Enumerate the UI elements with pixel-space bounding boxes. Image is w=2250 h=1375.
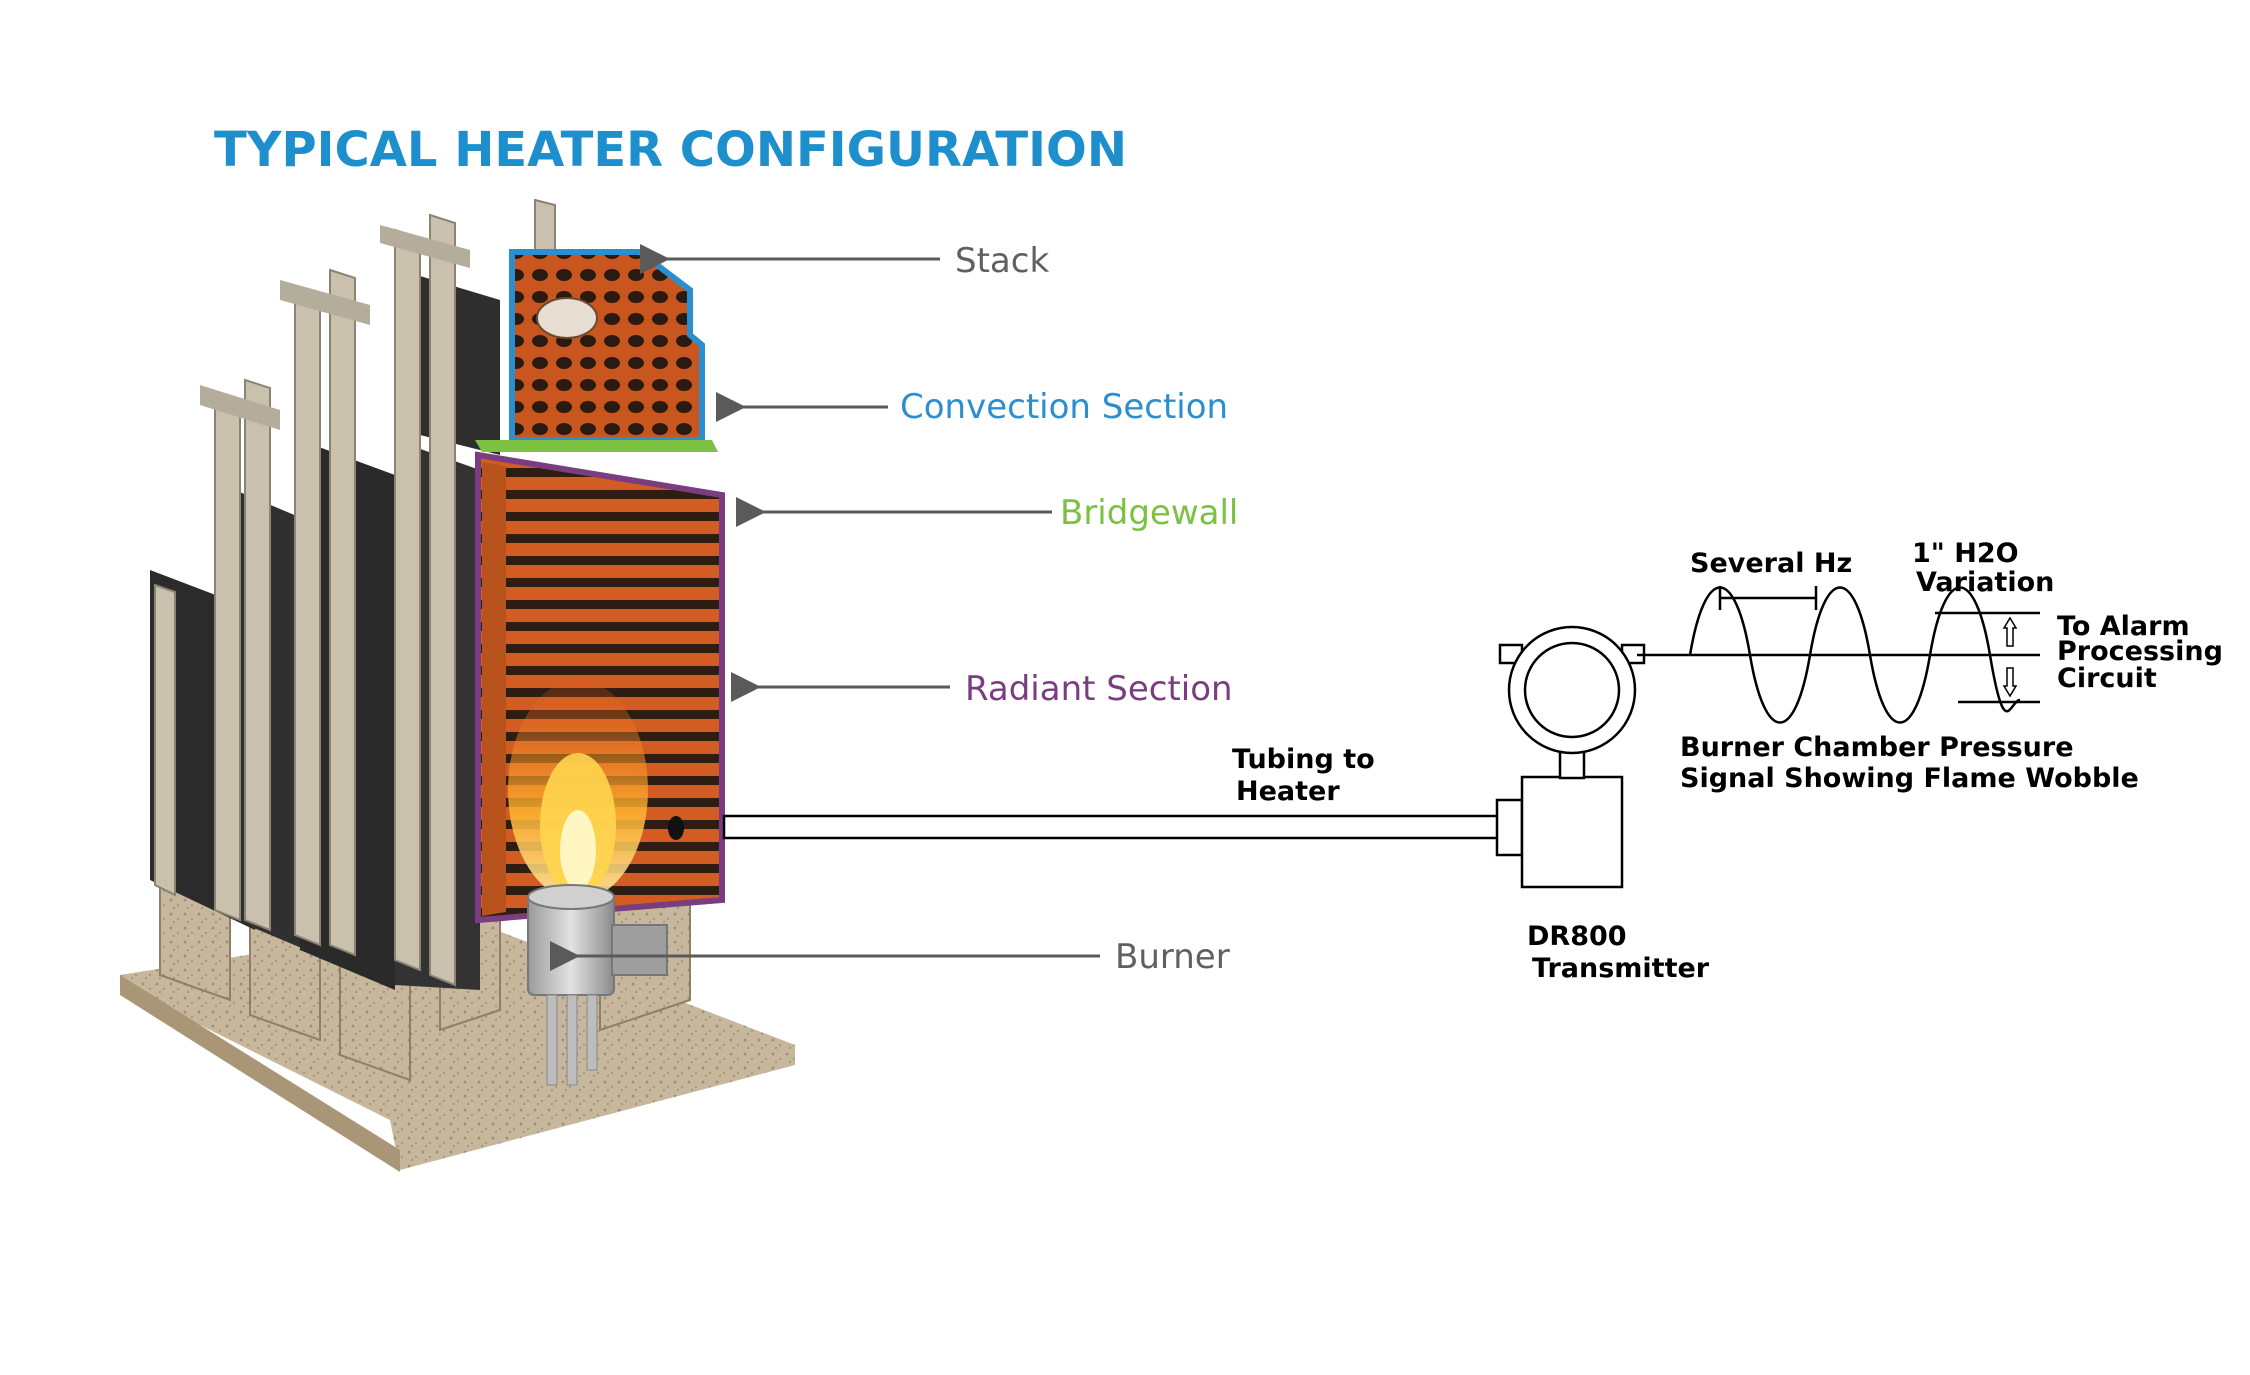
variation-arrow-down-icon	[2002, 667, 2018, 698]
frequency-label: Several Hz	[1690, 548, 1852, 579]
convection-section	[509, 249, 705, 443]
radiant-label: Radiant Section	[965, 669, 1233, 709]
tubing: Tubing to Heater	[722, 744, 1501, 840]
foundation-slab-edge	[120, 975, 400, 1172]
transmitter-body	[1520, 775, 1624, 889]
signal-caption-2: Signal Showing Flame Wobble	[1680, 763, 2139, 794]
transmitter-process-connection	[1495, 798, 1524, 857]
burner-flame	[508, 680, 648, 900]
transmitter-neck	[1558, 750, 1586, 780]
alarm-label-3: Circuit	[2057, 663, 2157, 694]
alarm-label-1: To Alarm	[2057, 611, 2190, 642]
transmitter-label-1: DR800	[1527, 921, 1627, 952]
pressure-tap	[668, 816, 684, 840]
variation-label-1: 1" H2O	[1912, 538, 2019, 569]
signal-wave	[1688, 586, 2021, 724]
transmitter-display	[1523, 641, 1621, 739]
diagram-title: TYPICAL HEATER CONFIGURATION	[214, 122, 1127, 178]
steel-columns	[154, 198, 556, 987]
tubing-label-1: Tubing to	[1232, 744, 1375, 775]
stack-opening	[536, 297, 598, 339]
dr800-transmitter	[1495, 625, 1646, 889]
variation-arrow-up-icon	[2002, 616, 2018, 647]
burner-label: Burner	[1115, 937, 1230, 977]
alarm-label-2: Processing	[2057, 636, 2223, 667]
heater-illustration	[120, 198, 795, 1172]
pressure-signal	[1637, 586, 2040, 724]
variation-label-2: Variation	[1916, 567, 2054, 598]
bridgewall-label: Bridgewall	[1060, 493, 1238, 533]
tubing-line	[722, 814, 1501, 840]
convection-label: Convection Section	[900, 387, 1228, 427]
firebox-side-wall	[482, 462, 506, 916]
column-braces	[200, 225, 470, 430]
bridgewall	[475, 440, 718, 452]
callouts: Stack Convection Section Bridgewall Radi…	[550, 241, 1238, 977]
tubing-label-2: Heater	[1236, 776, 1340, 807]
stack-label: Stack	[955, 241, 1049, 281]
signal-caption-1: Burner Chamber Pressure	[1680, 732, 2074, 763]
transmitter-label-2: Transmitter	[1532, 953, 1710, 984]
